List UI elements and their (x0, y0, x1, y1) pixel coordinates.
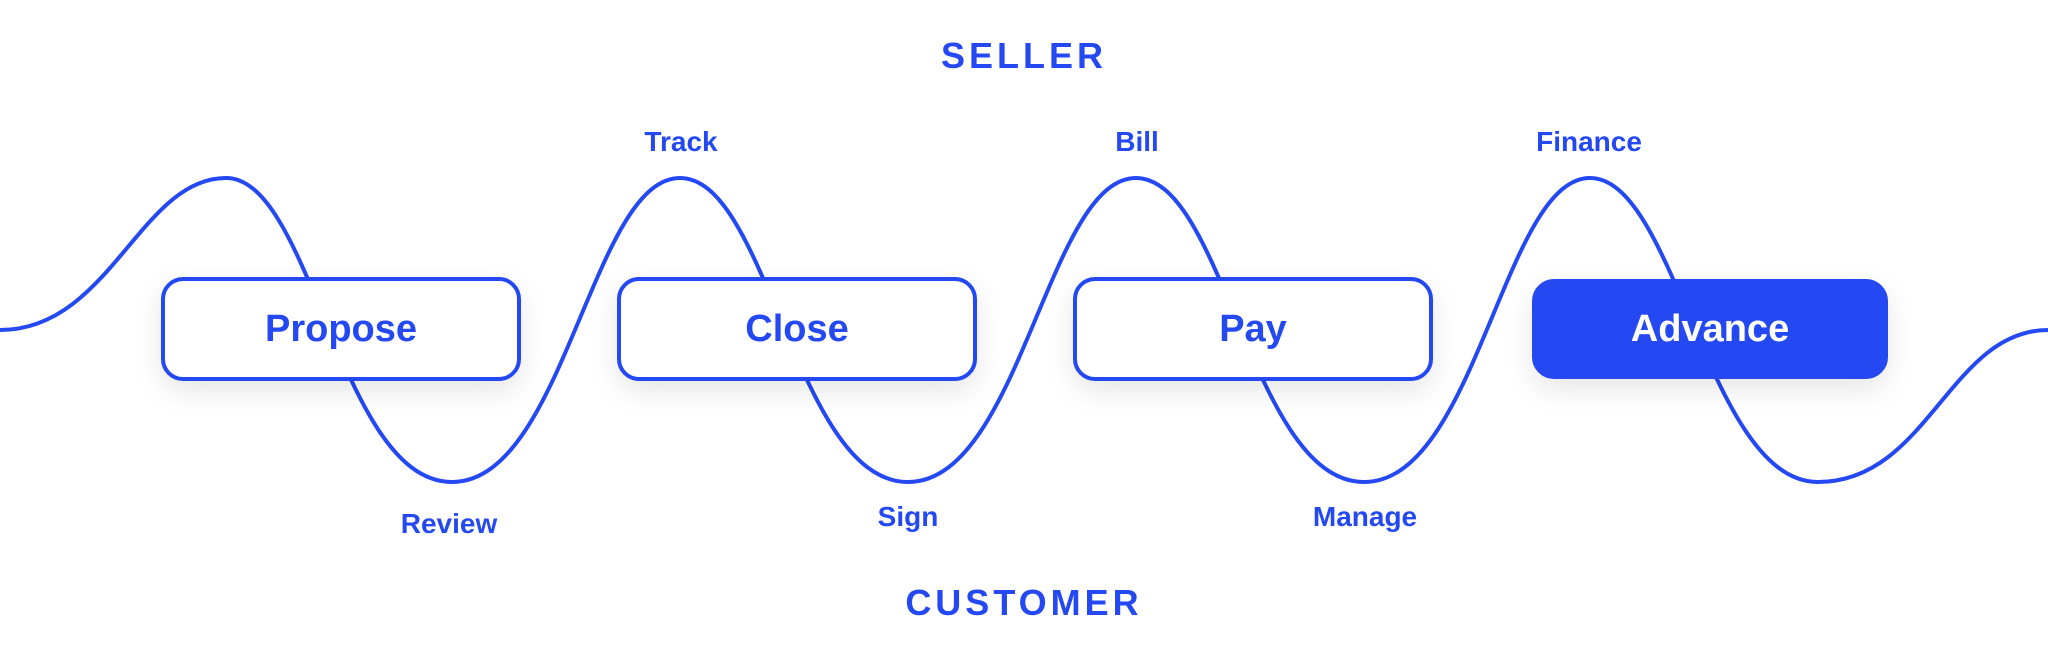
stage-propose[interactable]: Propose (161, 277, 521, 381)
customer-step-review: Review (400, 508, 498, 539)
customer-lane-title: CUSTOMER (905, 582, 1143, 623)
seller-step-bill: Bill (1115, 126, 1159, 157)
customer-step-sign: Sign (877, 501, 939, 532)
seller-lane-title: SELLER (940, 35, 1107, 76)
customer-step-manage: Manage (1312, 501, 1418, 532)
stage-pay[interactable]: Pay (1073, 277, 1433, 381)
stage-close[interactable]: Close (617, 277, 977, 381)
seller-step-finance: Finance (1536, 126, 1642, 157)
stage-advance[interactable]: Advance (1532, 279, 1888, 379)
seller-step-track: Track (644, 126, 718, 157)
